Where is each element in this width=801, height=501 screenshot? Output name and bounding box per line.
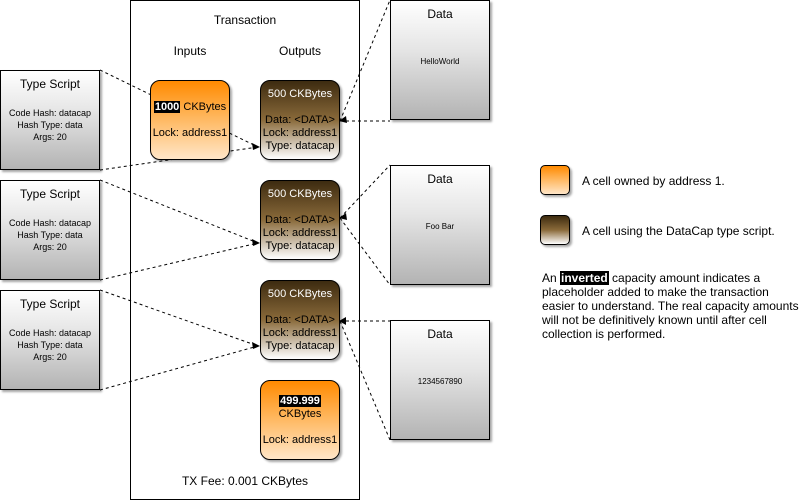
connector-line (339, 164, 391, 219)
input-cell: 1000 CKBytes Lock: address1 (150, 80, 230, 160)
type-script-details: Code Hash: datacap Hash Type: data Args:… (1, 217, 99, 253)
data-box-title: Data (427, 7, 453, 21)
output-cell: 500 CKBytes Data: <DATA> Lock: address1 … (260, 80, 340, 160)
arrowhead (252, 143, 260, 150)
legend-brown-text: A cell using the DataCap type script. (582, 224, 775, 238)
args: Args: 20 (33, 242, 67, 252)
note-prefix: An (542, 271, 561, 285)
output-cell-capacity: 500 CKBytes (267, 88, 333, 100)
capacity-unit: CKBytes (180, 101, 227, 113)
type-script-title: Type Script (19, 187, 81, 201)
input-cell-lock: Lock: address1 (152, 127, 228, 139)
capacity-inverted: 499.999 (279, 395, 321, 407)
connector-line (99, 179, 259, 244)
arrowhead (252, 239, 260, 246)
args: Args: 20 (33, 132, 67, 142)
connector-line (339, 0, 391, 122)
arrowhead (339, 317, 346, 325)
note-inverted: inverted (560, 271, 609, 285)
data-box-value: Foo Bar (425, 222, 455, 231)
output-cell-lock: Lock: address1 (262, 227, 338, 239)
tx-fee: TX Fee: 0.001 CKBytes (181, 474, 309, 488)
output-cell-lock: Lock: address1 (262, 127, 338, 139)
connector-line (339, 217, 391, 286)
type-script-title: Type Script (19, 77, 81, 91)
data-box: Data Foo Bar (390, 165, 490, 285)
code-hash: Code Hash: datacap (8, 328, 92, 338)
capacity-inverted: 1000 (153, 101, 181, 113)
output-cell-lock: Lock: address1 (262, 327, 338, 339)
transaction-title: Transaction (213, 13, 277, 27)
data-box-title: Data (427, 172, 453, 186)
arrowhead (339, 213, 347, 220)
change-cell-lock: Lock: address1 (262, 434, 338, 446)
output-cell-type: Type: datacap (265, 240, 335, 252)
output-cell-type: Type: datacap (265, 140, 335, 152)
arrowhead (252, 342, 260, 349)
change-cell-unit: CKBytes (278, 408, 322, 420)
legend-orange-swatch (540, 165, 570, 195)
type-script-title: Type Script (19, 297, 81, 311)
inverted-note: An inverted capacity amount indicates a … (542, 271, 799, 341)
connector-line (99, 289, 259, 347)
legend-orange-text: A cell owned by address 1. (582, 174, 725, 188)
data-box: Data HelloWorld (390, 0, 490, 120)
output-cell-data: Data: <DATA> (265, 114, 335, 126)
hash-type: Hash Type: data (17, 230, 83, 240)
arrowhead (339, 116, 347, 123)
output-cell-data: Data: <DATA> (265, 214, 335, 226)
change-cell-capacity: 499.999 (261, 395, 339, 408)
output-cell-capacity: 500 CKBytes (267, 288, 333, 300)
code-hash: Code Hash: datacap (8, 218, 92, 228)
output-cell: 500 CKBytes Data: <DATA> Lock: address1 … (260, 280, 340, 360)
outputs-label: Outputs (278, 44, 322, 58)
inputs-label: Inputs (173, 44, 207, 58)
type-script-box: Type Script Code Hash: datacap Hash Type… (0, 180, 100, 280)
note-rest: capacity amount indicates a placeholder … (542, 271, 799, 341)
legend-brown-swatch (540, 215, 570, 245)
output-cell-data: Data: <DATA> (265, 314, 335, 326)
type-script-box: Type Script Code Hash: datacap Hash Type… (0, 290, 100, 390)
data-box-title: Data (427, 327, 453, 341)
data-box: Data 1234567890 (390, 320, 490, 440)
code-hash: Code Hash: datacap (8, 108, 92, 118)
hash-type: Hash Type: data (17, 120, 83, 130)
args: Args: 20 (33, 352, 67, 362)
connector-line (99, 69, 259, 148)
data-box-value: 1234567890 (417, 377, 463, 386)
change-cell: 499.999 CKBytes Lock: address1 (260, 380, 340, 460)
data-box-value: HelloWorld (420, 57, 460, 66)
output-cell-capacity: 500 CKBytes (267, 188, 333, 200)
hash-type: Hash Type: data (17, 340, 83, 350)
output-cell: 500 CKBytes Data: <DATA> Lock: address1 … (260, 180, 340, 260)
type-script-details: Code Hash: datacap Hash Type: data Args:… (1, 107, 99, 143)
type-script-details: Code Hash: datacap Hash Type: data Args:… (1, 327, 99, 363)
input-cell-capacity: 1000 CKBytes (151, 101, 229, 114)
output-cell-type: Type: datacap (265, 340, 335, 352)
type-script-box: Type Script Code Hash: datacap Hash Type… (0, 70, 100, 170)
